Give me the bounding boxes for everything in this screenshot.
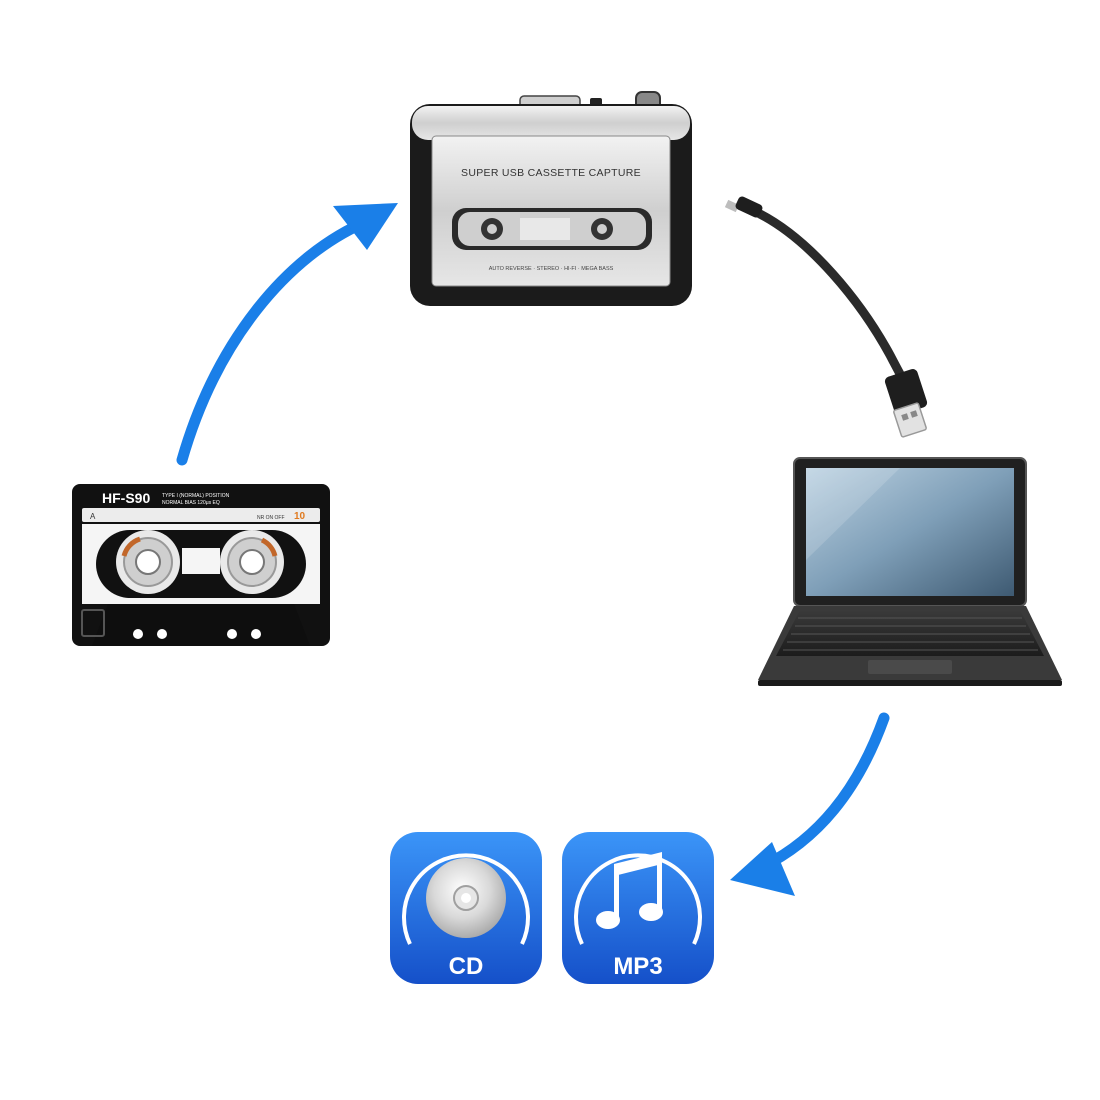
tape-bias-line: NORMAL BIAS 120μs EQ xyxy=(162,500,220,506)
mp3-app-icon: MP3 xyxy=(562,832,714,984)
tape-side: A xyxy=(90,512,96,521)
tape-number: 10 xyxy=(294,511,306,522)
usb-cable-icon xyxy=(724,196,928,438)
arrow-icon xyxy=(730,842,795,896)
arrow-laptop-to-outputs xyxy=(730,712,890,896)
player-label: SUPER USB CASSETTE CAPTURE xyxy=(461,167,641,179)
music-note-icon xyxy=(596,852,663,929)
tape-nr-line: NR ON OFF xyxy=(257,515,285,521)
laptop-icon xyxy=(758,457,1062,686)
player-features: AUTO REVERSE · STEREO · HI-FI · MEGA BAS… xyxy=(489,266,614,272)
arrow-tape-to-player xyxy=(176,203,398,466)
cassette-player-icon: SUPER USB CASSETTE CAPTURE AUTO REVERSE … xyxy=(410,91,692,306)
cassette-tape-icon: HF-S90 TYPE I (NORMAL) POSITION NORMAL B… xyxy=(72,484,330,646)
mp3-label: MP3 xyxy=(613,953,662,980)
tape-brand: HF-S90 xyxy=(102,490,150,506)
cd-label: CD xyxy=(449,953,484,980)
tape-type-line: TYPE I (NORMAL) POSITION xyxy=(162,493,230,499)
cd-app-icon: CD xyxy=(390,832,542,984)
arrow-icon xyxy=(333,203,398,250)
